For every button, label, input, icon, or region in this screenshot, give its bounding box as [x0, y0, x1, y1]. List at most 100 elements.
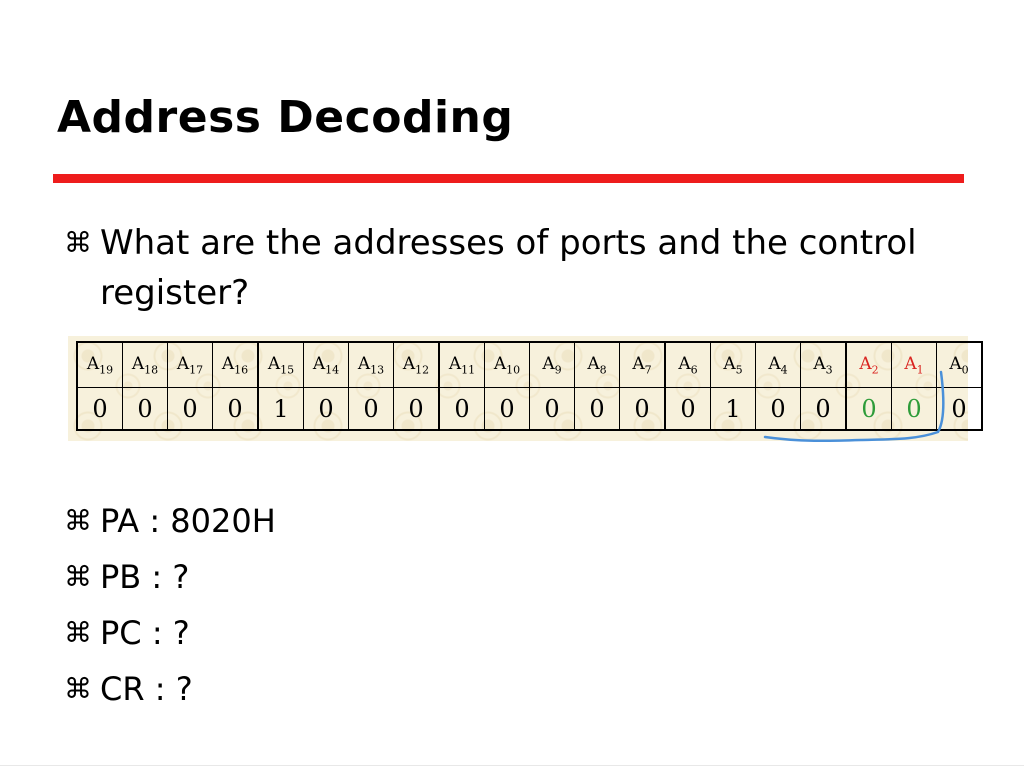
address-line-label: A	[402, 353, 416, 374]
address-bit-value-cell: 0	[891, 387, 937, 431]
address-line-header-cell: A18	[122, 341, 168, 388]
address-line-header-cell: A4	[755, 341, 801, 388]
question-text: What are the addresses of ports and the …	[100, 223, 917, 313]
address-bit-value-cell: 0	[303, 387, 349, 431]
address-line-index: 17	[189, 363, 204, 377]
address-line-index: 18	[144, 363, 159, 377]
address-line-label: A	[357, 353, 371, 374]
address-line-header-cell: A1	[891, 341, 937, 388]
address-line-index: 4	[780, 363, 788, 377]
address-line-label: A	[312, 353, 326, 374]
bullet-command-icon: ⌘	[64, 616, 92, 649]
address-bit-value-cell: 0	[574, 387, 620, 431]
address-line-label: A	[813, 353, 826, 374]
address-bit-value-cell: 0	[755, 387, 801, 431]
address-bit-value-cell: 0	[484, 387, 530, 431]
address-line-header-cell: A16	[212, 341, 259, 388]
address-line-header-cell: A7	[619, 341, 666, 388]
address-line-index: 12	[415, 363, 430, 377]
address-line-index: 0	[961, 363, 969, 377]
address-bit-value-cell: 0	[845, 387, 892, 431]
slide-bottom-border	[0, 765, 1024, 766]
address-line-index: 15	[280, 363, 295, 377]
address-line-index: 3	[825, 363, 833, 377]
address-bit-value-cell: 0	[936, 387, 983, 431]
address-line-header-cell: A2	[845, 341, 892, 388]
answer-bullet-cr: ⌘ CR : ?	[64, 664, 193, 714]
address-line-index: 13	[370, 363, 385, 377]
bullet-command-icon: ⌘	[64, 504, 92, 537]
address-line-index: 16	[234, 363, 249, 377]
address-line-index: 11	[461, 363, 476, 377]
address-line-index: 14	[325, 363, 340, 377]
address-bit-value-cell: 0	[76, 387, 123, 431]
address-line-label: A	[678, 353, 691, 374]
address-line-index: 1	[916, 363, 924, 377]
bullet-command-icon: ⌘	[64, 226, 92, 259]
address-line-label: A	[267, 353, 281, 374]
address-line-header-cell: A0	[936, 341, 983, 388]
address-line-index: 6	[690, 363, 698, 377]
answer-bullet-pc: ⌘ PC : ?	[64, 608, 190, 658]
address-line-header-cell: A12	[393, 341, 440, 388]
address-line-header-cell: A10	[484, 341, 530, 388]
address-line-index: 10	[506, 363, 521, 377]
address-bit-value-cell: 0	[212, 387, 259, 431]
slide-title: Address Decoding	[57, 92, 514, 143]
title-underline	[53, 174, 964, 183]
address-line-label: A	[632, 353, 645, 374]
address-line-label: A	[448, 353, 462, 374]
address-line-label: A	[859, 353, 872, 374]
address-line-header-cell: A13	[348, 341, 394, 388]
address-line-index: 5	[735, 363, 743, 377]
answer-text-pb: PB : ?	[100, 558, 190, 596]
question-bullet: ⌘ What are the addresses of ports and th…	[64, 218, 964, 318]
address-line-header-cell: A15	[257, 341, 304, 388]
address-bit-value-cell: 0	[619, 387, 666, 431]
address-bit-value-cell: 1	[710, 387, 756, 431]
bullet-command-icon: ⌘	[64, 560, 92, 593]
answer-text-pc: PC : ?	[100, 614, 190, 652]
address-bit-value-cell: 0	[167, 387, 213, 431]
address-line-header-cell: A3	[800, 341, 847, 388]
address-line-label: A	[768, 353, 781, 374]
answer-bullet-pa: ⌘ PA : 8020H	[64, 496, 276, 546]
address-line-header-cell: A11	[438, 341, 485, 388]
address-line-label: A	[949, 353, 962, 374]
address-line-label: A	[493, 353, 507, 374]
address-line-header-cell: A6	[664, 341, 711, 388]
bullet-command-icon: ⌘	[64, 672, 92, 705]
address-line-header-cell: A5	[710, 341, 756, 388]
address-bit-value-cell: 0	[800, 387, 847, 431]
address-bit-value-cell: 0	[664, 387, 711, 431]
address-bit-value-cell: 0	[393, 387, 440, 431]
address-line-label: A	[723, 353, 736, 374]
address-line-label: A	[176, 353, 190, 374]
address-bit-value-cell: 1	[257, 387, 304, 431]
address-bit-value-cell: 0	[348, 387, 394, 431]
address-line-header-cell: A17	[167, 341, 213, 388]
address-line-index: 19	[99, 363, 114, 377]
address-bit-value-cell: 0	[438, 387, 485, 431]
address-line-header-cell: A9	[529, 341, 575, 388]
address-line-index: 7	[644, 363, 652, 377]
address-line-header-cell: A8	[574, 341, 620, 388]
address-line-header-cell: A19	[76, 341, 123, 388]
answer-bullet-pb: ⌘ PB : ?	[64, 552, 189, 602]
address-line-label: A	[587, 353, 600, 374]
address-line-index: 8	[599, 363, 607, 377]
address-line-label: A	[904, 353, 917, 374]
address-line-label: A	[542, 353, 555, 374]
address-line-label: A	[131, 353, 145, 374]
answer-text-cr: CR : ?	[100, 670, 193, 708]
address-bit-value-cell: 0	[122, 387, 168, 431]
answer-text-pa: PA : 8020H	[100, 502, 276, 540]
address-line-index: 2	[871, 363, 879, 377]
address-line-header-cell: A14	[303, 341, 349, 388]
address-line-label: A	[86, 353, 100, 374]
address-line-index: 9	[554, 363, 562, 377]
